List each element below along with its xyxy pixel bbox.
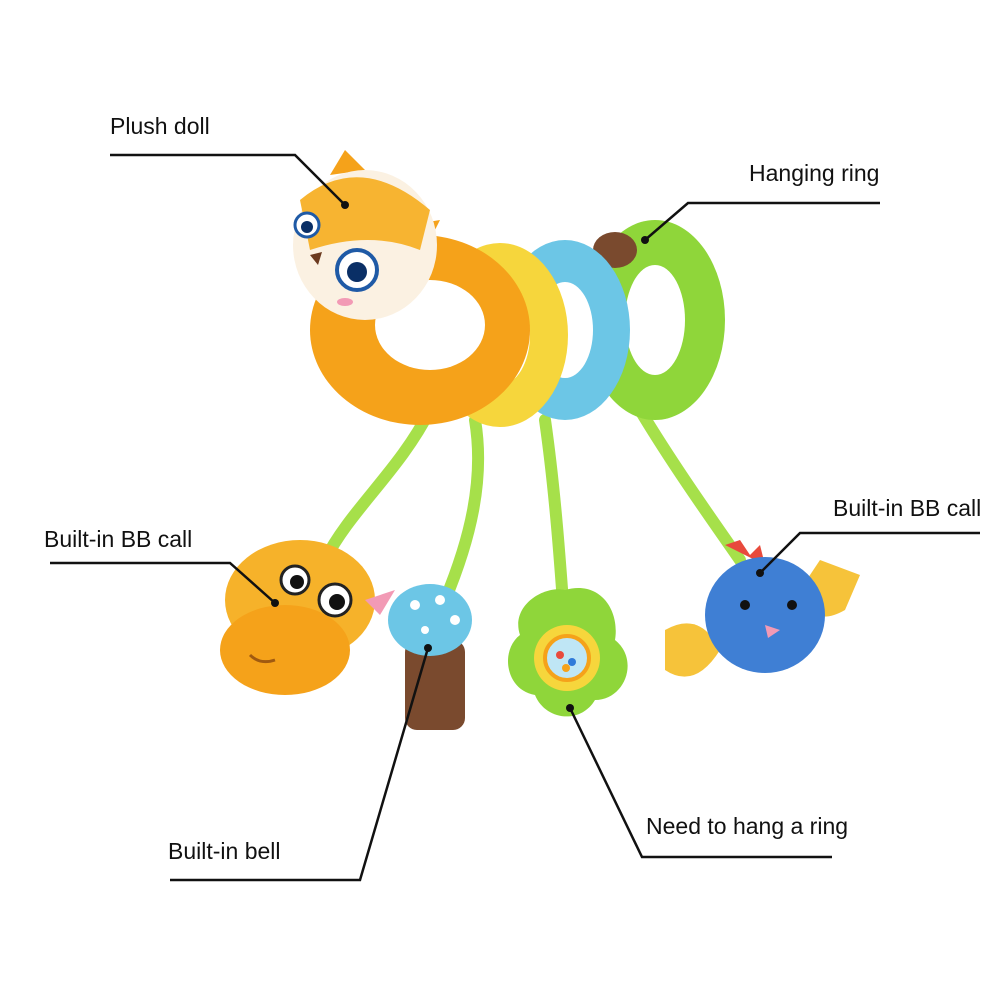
label-builtin-bell: Built-in bell: [168, 838, 281, 864]
leader-dot-bb-call-right: [756, 569, 764, 577]
label-builtin-bb-call-right: Built-in BB call: [833, 495, 982, 521]
leader-builtin-bell: [170, 647, 430, 882]
leader-hanging-ring: [644, 201, 880, 241]
spiral-body: [310, 220, 725, 427]
leader-dot-bb-call-left: [271, 599, 279, 607]
giraffe-plush-head: [220, 540, 395, 695]
fox-plush-head: [293, 150, 440, 320]
leader-bb-call-left: [50, 561, 276, 604]
leader-dot-builtin-bell: [424, 644, 432, 652]
leader-dot-hanging-ring: [641, 236, 649, 244]
leader-plush-doll: [110, 153, 346, 206]
leader-lines: [50, 153, 980, 882]
leader-dot-plush-doll: [341, 201, 349, 209]
leader-bb-call-right: [759, 531, 980, 574]
teether-flower: [508, 588, 628, 717]
label-hanging-ring: Hanging ring: [749, 160, 880, 186]
label-need-to-hang-ring: Need to hang a ring: [646, 813, 849, 839]
leader-need-hang-ring: [568, 707, 832, 859]
leader-dot-need-hang-ring: [566, 704, 574, 712]
bird-plush: [665, 540, 860, 677]
mushroom-bell: [388, 584, 472, 730]
ribbons: [319, 404, 746, 636]
label-builtin-bb-call-left: Built-in BB call: [44, 526, 193, 552]
label-plush-doll: Plush doll: [110, 113, 210, 139]
